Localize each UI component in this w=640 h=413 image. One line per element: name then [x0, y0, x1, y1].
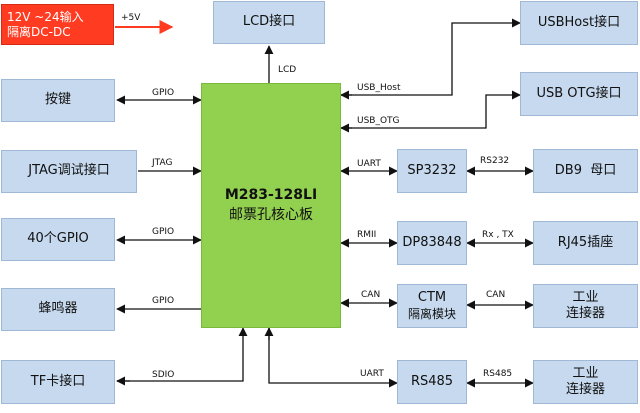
- keys-box: 按键: [1, 79, 115, 122]
- power-output-label: +5V: [121, 13, 141, 23]
- sp3232-in-label: UART: [357, 159, 381, 169]
- gpio40-bus-label: GPIO: [152, 227, 175, 237]
- rs485-in-label: UART: [360, 369, 384, 379]
- power-line-1: 12V ~24输入: [7, 9, 84, 24]
- usb-host-bus-label: USB_Host: [357, 83, 401, 93]
- dp83848-box: DP83848: [397, 221, 467, 265]
- buzzer-bus-label: GPIO: [152, 296, 175, 306]
- core-board: M283-128LI 邮票孔核心板: [201, 83, 341, 328]
- industrial-connector-can-box: 工业 连接器: [533, 284, 638, 328]
- core-description: 邮票孔核心板: [229, 207, 313, 223]
- sp3232-box: SP3232: [397, 149, 467, 193]
- dp83848-out-label: Rx , TX: [482, 230, 514, 240]
- db9-box: DB9 母口: [533, 149, 638, 193]
- ctm-in-label: CAN: [361, 290, 381, 300]
- usb-otg-bus-label: USB_OTG: [357, 116, 400, 126]
- buzzer-box: 蜂鸣器: [1, 288, 115, 331]
- tf-card-box: TF卡接口: [1, 360, 115, 404]
- gpio40-box: 40个GPIO: [1, 218, 115, 261]
- industrial-connector-rs485-box: 工业 连接器: [533, 360, 638, 404]
- sdio-bus-label: SDIO: [152, 370, 175, 380]
- wire-usb-host: [341, 18, 521, 96]
- ctm-out-label: CAN: [486, 290, 506, 300]
- rj45-box: RJ45插座: [533, 221, 638, 265]
- wire-sdio: [117, 327, 248, 382]
- power-line-2: 隔离DC-DC: [7, 24, 71, 39]
- jtag-box: JTAG调试接口: [1, 150, 137, 193]
- keys-bus-label: GPIO: [152, 88, 175, 98]
- lcd-bus-label: LCD: [278, 65, 297, 75]
- power-supply-box: 12V ~24输入 隔离DC-DC: [1, 4, 114, 45]
- rs485-box: RS485: [397, 360, 467, 404]
- usb-otg-box: USB OTG接口: [520, 72, 638, 116]
- wire-uart-rs485: [268, 328, 398, 388]
- dp83848-in-label: RMII: [357, 230, 377, 240]
- ctm-box: CTM 隔离模块: [397, 284, 467, 328]
- sp3232-out-label: RS232: [480, 156, 510, 166]
- jtag-bus-label: JTAG: [152, 158, 173, 168]
- lcd-interface-box: LCD接口: [213, 1, 325, 44]
- core-model: M283-128LI: [224, 186, 318, 203]
- usb-host-box: USBHost接口: [520, 1, 638, 45]
- rs485-out-label: RS485: [483, 369, 513, 379]
- wire-usb-otg: [341, 90, 521, 129]
